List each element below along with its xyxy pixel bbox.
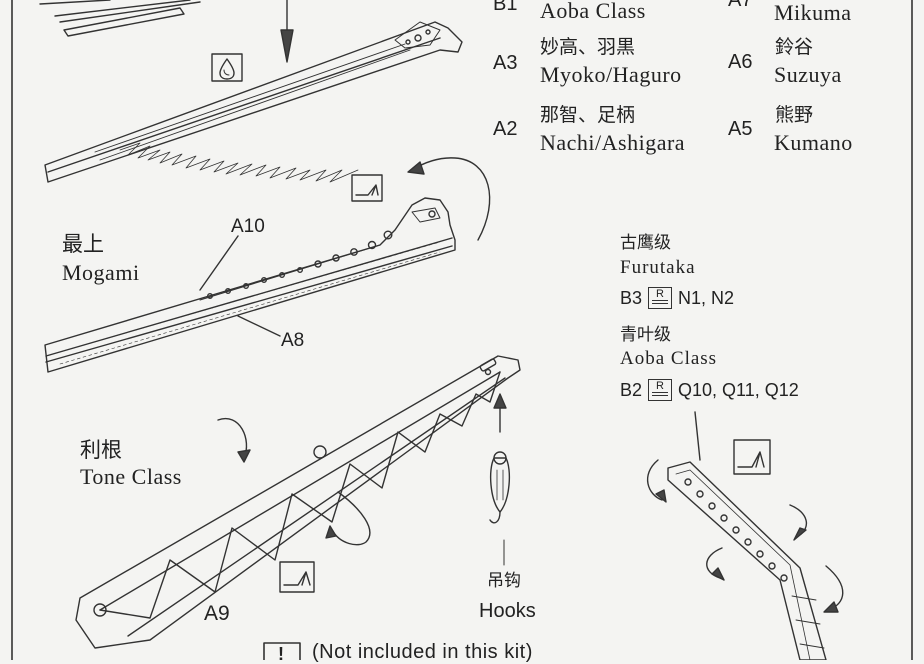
aoba-name: Aoba Class [620, 348, 718, 369]
tone-name: Tone Class [80, 464, 182, 489]
top-down-arrow [280, 0, 294, 63]
mogami-cjk: 最上 [62, 232, 104, 256]
bend-icon-3 [733, 439, 771, 475]
paint-drop-icon [211, 53, 243, 82]
variant-code-a5: A5 [728, 118, 753, 140]
aoba-cjk: 青叶级 [620, 325, 671, 345]
variant-cjk-nachi: 那智、足柄 [540, 104, 636, 126]
warning-icon [263, 642, 301, 660]
variant-cjk-myoko: 妙高、羽黒 [540, 36, 636, 58]
footnote-text: (Not included in this kit) [312, 641, 533, 663]
aoba-refs: Q10, Q11, Q12 [678, 379, 799, 400]
variant-cjk-kumano: 熊野 [775, 104, 814, 126]
aoba-ref-row: B2 R Q10, Q11, Q12 [620, 379, 799, 401]
furutaka-refs: N1, N2 [678, 287, 735, 308]
part-label-a9: A9 [204, 602, 230, 625]
variant-name-nachi: Nachi/Ashigara [540, 130, 686, 155]
hook-part [489, 393, 511, 566]
warning-symbol: ! [278, 644, 284, 664]
leader-line-a10 [199, 235, 239, 291]
leader-line-a8 [237, 315, 281, 337]
variant-name-myoko: Myoko/Haguro [540, 62, 682, 87]
variant-name-mikuma: Mikuma [774, 0, 852, 25]
variant-cjk-suzuya: 鈴谷 [775, 36, 814, 58]
reference-r-icon: R [648, 379, 673, 401]
boom-furutaka-aoba [646, 411, 844, 660]
rotate-arrows-tone [217, 417, 371, 546]
variant-code-b1: B1 [493, 0, 518, 15]
boom-mogami [44, 197, 456, 373]
top-partial-boom [39, 0, 201, 37]
part-label-a10: A10 [231, 216, 265, 237]
variant-name-kumano: Kumano [774, 130, 853, 155]
furutaka-cjk: 古鹰级 [620, 233, 671, 253]
reference-r-icon: R [648, 287, 673, 309]
boom-tone [75, 355, 521, 649]
variant-name-suzuya: Suzuya [774, 62, 842, 87]
aoba-code: B2 [620, 379, 643, 400]
mogami-name: Mogami [62, 260, 140, 285]
hooks-name: Hooks [479, 600, 536, 622]
bend-icon-2 [279, 561, 315, 593]
reference-r-letter: R [656, 380, 664, 392]
part-label-a8: A8 [281, 330, 305, 351]
variant-code-a7: A7 [728, 0, 753, 11]
rotate-arrow-mogami [407, 157, 491, 241]
furutaka-code: B3 [620, 287, 643, 308]
furutaka-ref-row: B3 R N1, N2 [620, 287, 734, 309]
tone-cjk: 利根 [80, 438, 122, 462]
boom-top [44, 21, 463, 183]
variant-code-a2: A2 [493, 118, 518, 140]
variant-code-a6: A6 [728, 51, 753, 73]
bend-icon-1 [351, 174, 383, 202]
hooks-cjk: 吊钩 [487, 571, 521, 591]
variant-name-aoba: Aoba Class [540, 0, 646, 23]
furutaka-name: Furutaka [620, 257, 696, 278]
variant-code-a3: A3 [493, 52, 518, 74]
reference-r-letter: R [656, 288, 664, 300]
